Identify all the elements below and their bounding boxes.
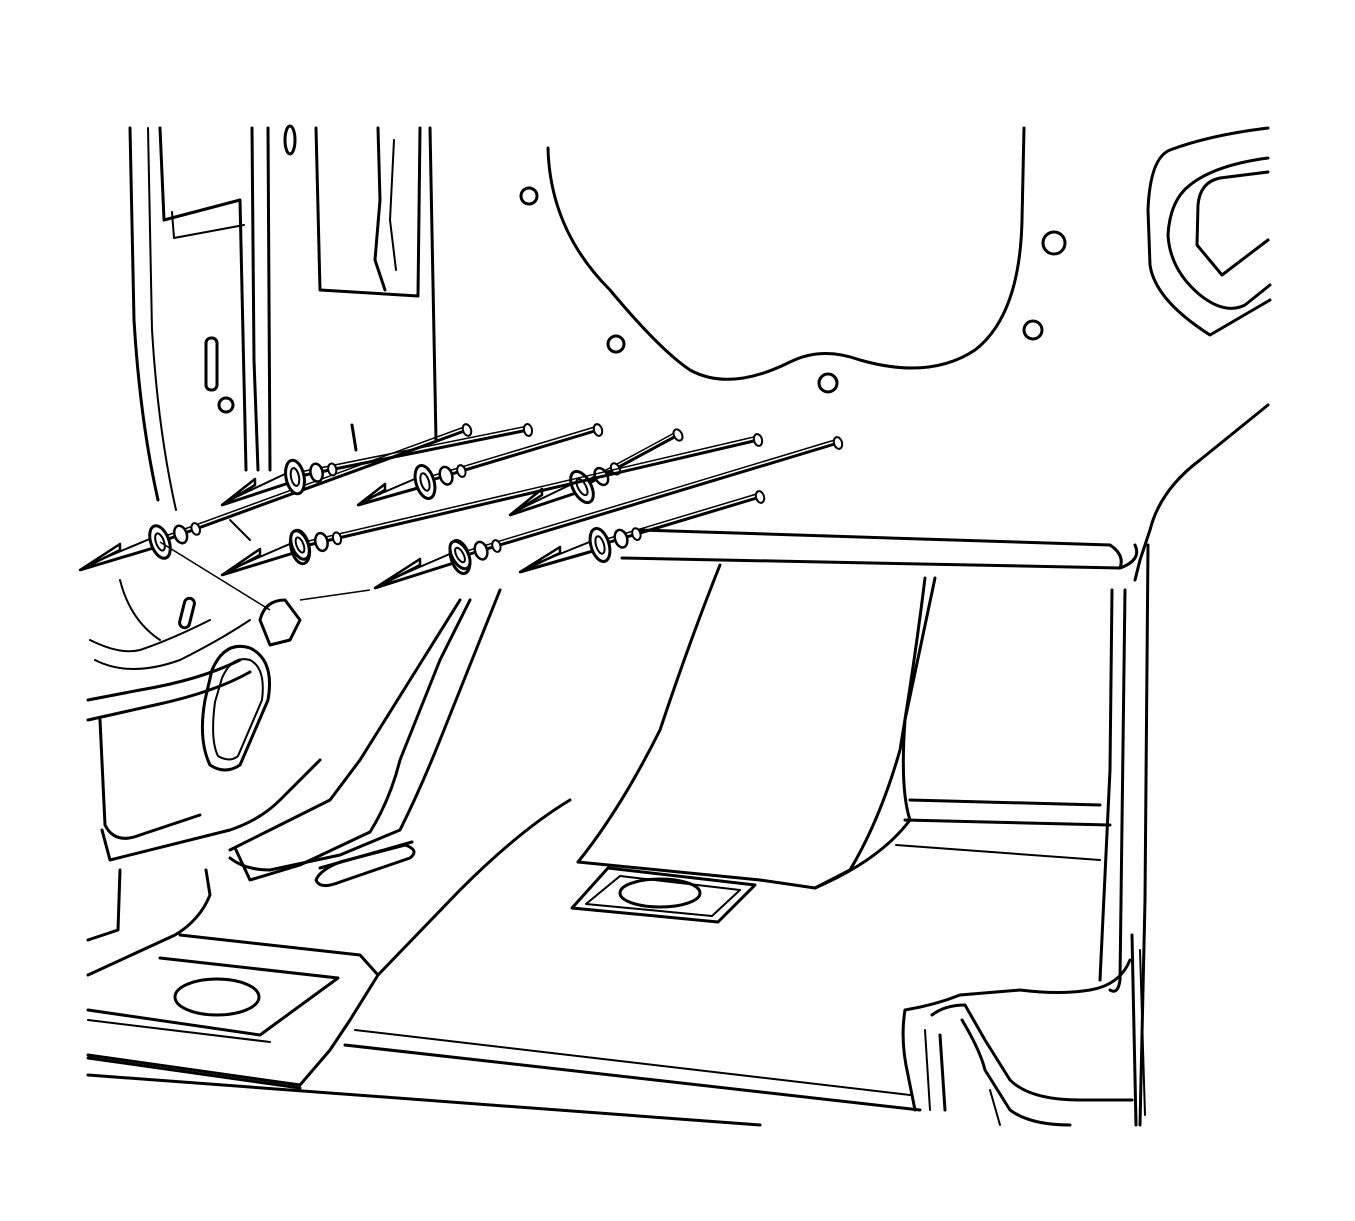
panel-crease-line	[159, 541, 271, 611]
blind-rivet-icon	[448, 539, 472, 571]
right-wall	[620, 403, 1270, 1127]
blind-rivet-icon	[220, 423, 534, 507]
floor-panel	[86, 798, 922, 1127]
rear-floor-channel	[901, 958, 1134, 1127]
blind-rivet-icon	[508, 428, 684, 517]
floor-pad-left	[86, 933, 380, 1090]
floor-pad-center	[570, 866, 757, 924]
inner-panel-openings	[89, 579, 302, 772]
blind-rivet-icon	[78, 423, 473, 572]
upper-right-bracket	[1146, 126, 1272, 337]
blind-rivet-icon	[518, 490, 766, 574]
rocker-sill	[86, 588, 502, 977]
upper-panel	[519, 126, 1067, 394]
rivet-set	[78, 423, 844, 611]
upper-pocket	[283, 124, 438, 442]
b-pillar	[128, 126, 358, 541]
panel-crease-line	[299, 589, 371, 601]
blind-rivet-icon	[356, 423, 604, 507]
blind-rivet-icon	[373, 436, 844, 590]
seat-riser	[576, 563, 1112, 890]
blind-rivet-icon	[289, 529, 311, 561]
